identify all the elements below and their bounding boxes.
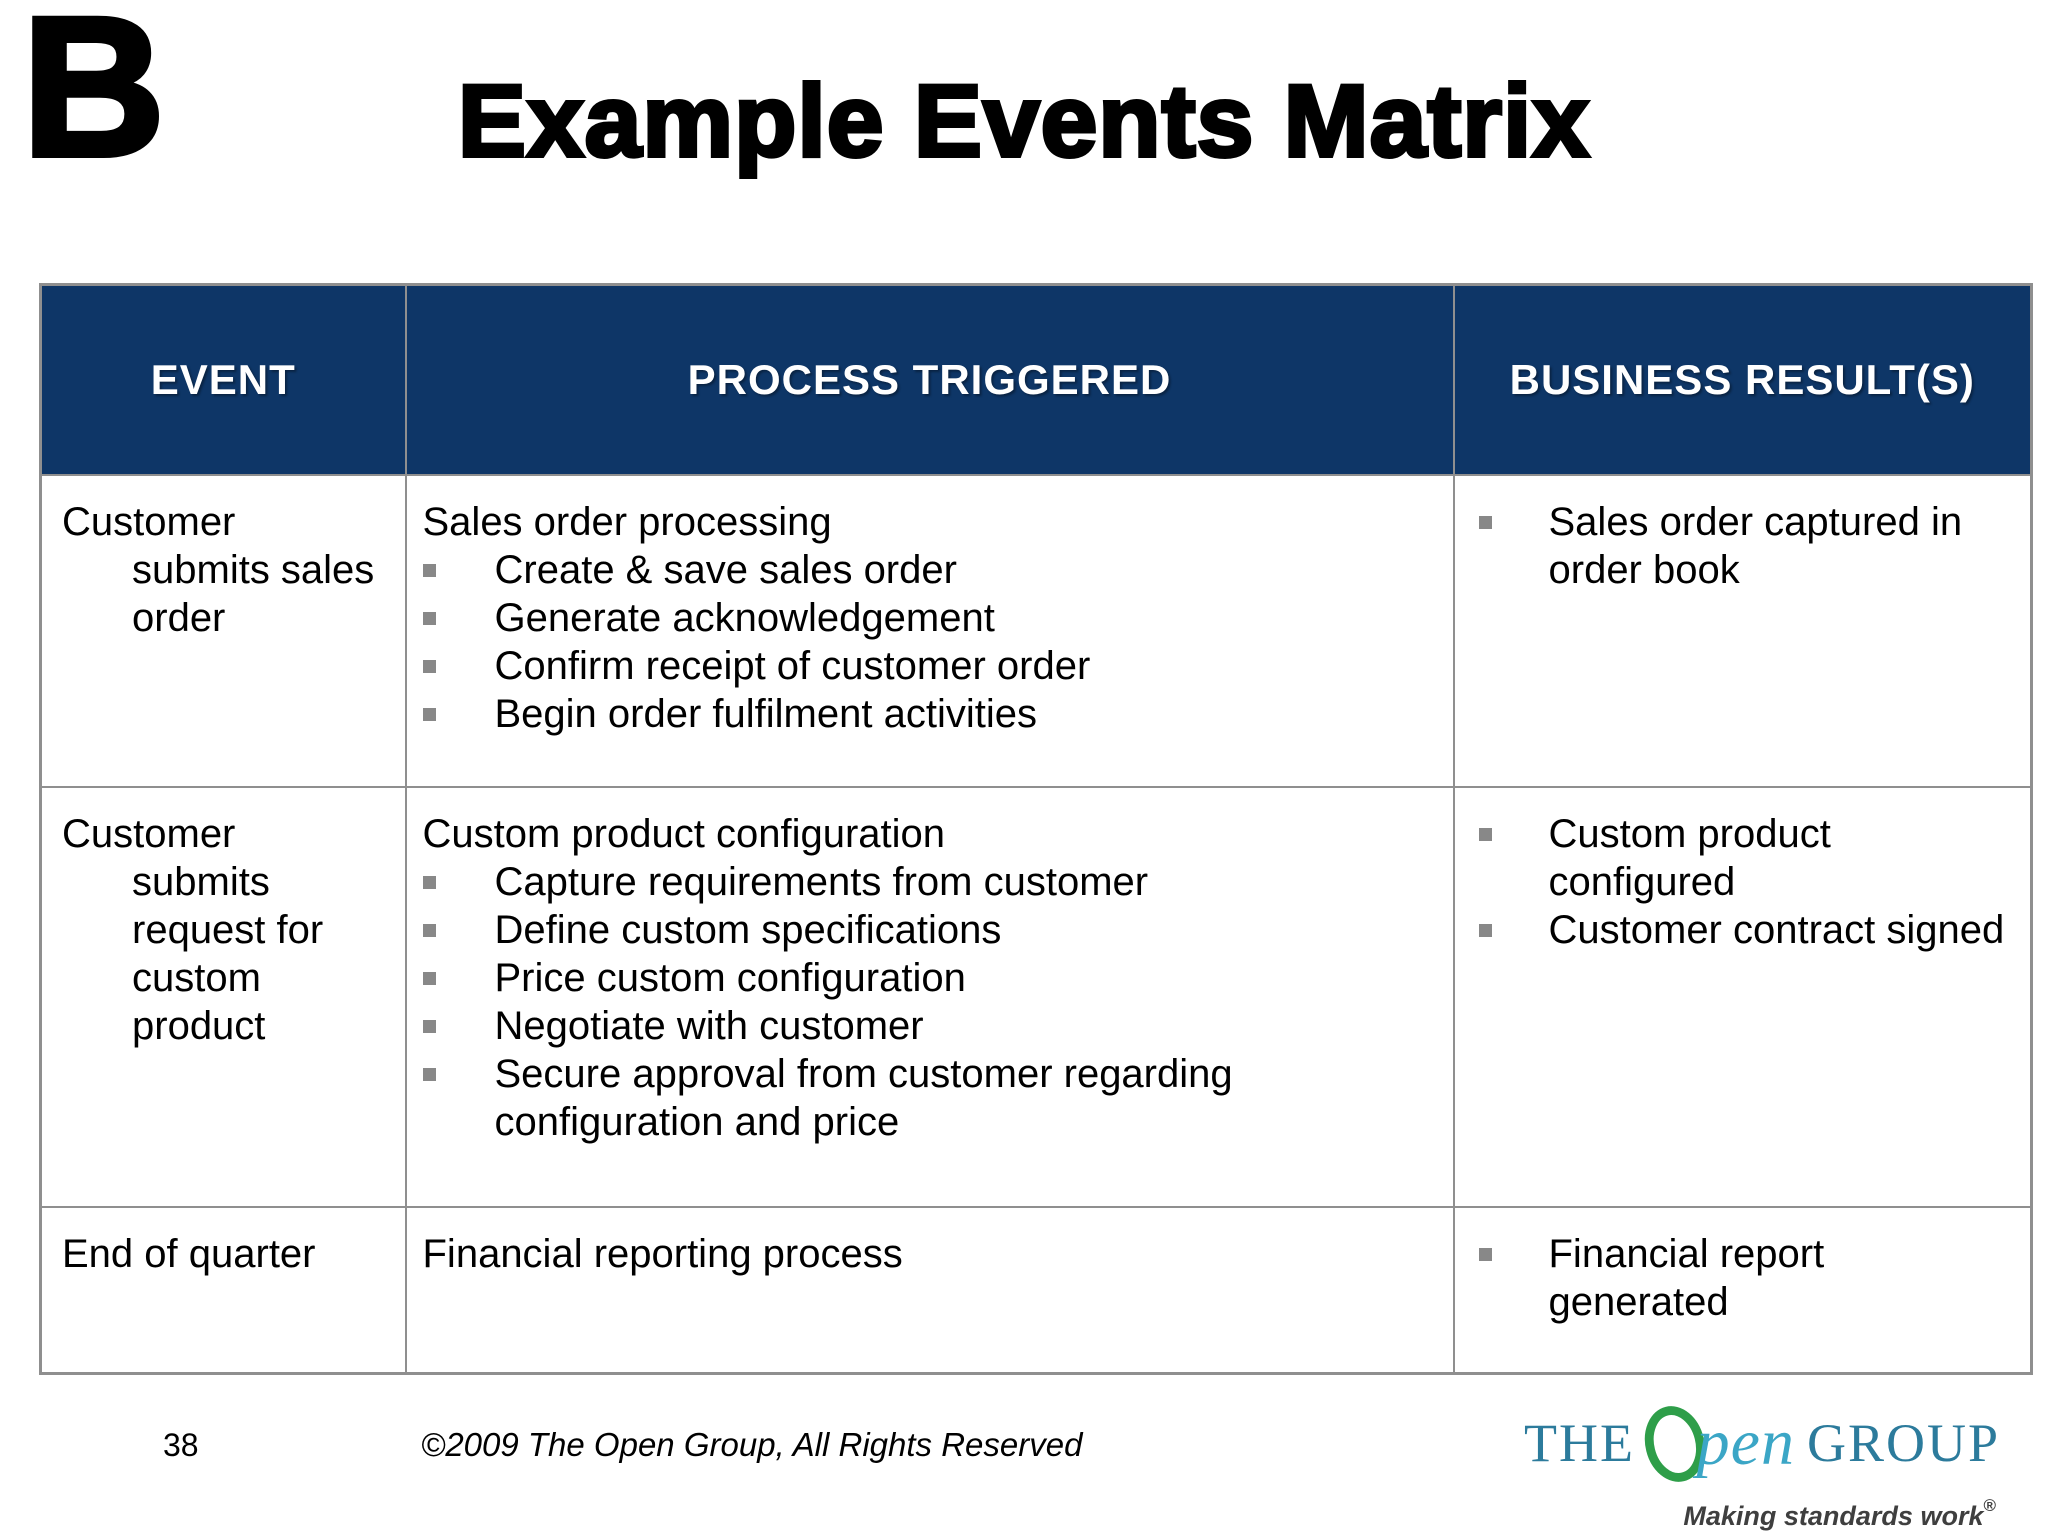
list-item: Sales order captured in order book [1478, 498, 2025, 594]
open-group-logo: THE pen GROUP Making standards work® [1524, 1396, 2000, 1532]
list-item: Financial report generated [1478, 1230, 2025, 1326]
bullet-square-icon [422, 1067, 436, 1081]
page-number: 38 [163, 1427, 199, 1463]
copyright-text: ©2009 The Open Group, All Rights Reserve… [421, 1426, 1083, 1463]
logo-tagline: Making standards work® [1524, 1496, 2000, 1532]
list-item: Generate acknowledgement [422, 594, 1437, 642]
text-line: Generate acknowledgement [494, 595, 995, 640]
bullet-square-icon [422, 1019, 436, 1033]
text-line: Custom product [1548, 811, 1831, 856]
column-header-process-triggered: PROCESS TRIGGERED [404, 283, 1455, 476]
registered-mark-icon: ® [1983, 1496, 1996, 1515]
text-line: End of quarter [62, 1231, 316, 1276]
table-row: Customer submits request for custom prod… [39, 785, 2033, 1208]
text-line: generated [1548, 1279, 1729, 1324]
logo-word-group: GROUP [1806, 1413, 2000, 1473]
text-line: configured [1548, 859, 1736, 904]
table-row: Customer submits sales order Sales order… [39, 473, 2033, 788]
bullet-square-icon [422, 563, 436, 577]
text-line: Customer [62, 499, 236, 544]
text-line: custom [132, 955, 261, 1000]
process-title: Custom product configuration [422, 811, 946, 856]
bullet-square-icon [1478, 515, 1492, 529]
text-line: submits [132, 859, 270, 904]
column-header-business-results: BUSINESS RESULT(S) [1452, 283, 2033, 476]
bullet-square-icon [1478, 923, 1492, 937]
text-line: submits sales [132, 547, 375, 592]
text-line: order book [1548, 547, 1740, 592]
text-line: Sales order captured in [1548, 499, 1963, 544]
events-matrix-table: EVENT PROCESS TRIGGERED BUSINESS RESULT(… [39, 283, 2033, 1375]
logo-o-ring-icon [1644, 1406, 1705, 1482]
text-line: Confirm receipt of customer order [494, 643, 1091, 688]
list-item: Confirm receipt of customer order [422, 642, 1437, 690]
list-item: Customer contract signed [1478, 906, 2025, 954]
logo-word-the: THE [1524, 1413, 1635, 1473]
page-title: Example Events Matrix [456, 62, 1591, 180]
text-line: Customer [62, 811, 236, 856]
bullet-square-icon [422, 659, 436, 673]
bullet-square-icon [422, 923, 436, 937]
event-cell: End of quarter [39, 1205, 407, 1375]
text-line: Capture requirements from customer [494, 859, 1149, 904]
process-title: Financial reporting process [422, 1231, 903, 1276]
text-line: Customer contract signed [1548, 907, 2005, 952]
bullet-square-icon [422, 611, 436, 625]
bullet-square-icon [1478, 827, 1492, 841]
process-cell: Custom product configuration Capture req… [404, 785, 1455, 1208]
text-line: request for [132, 907, 324, 952]
bullet-square-icon [1478, 1247, 1492, 1261]
process-cell: Financial reporting process [404, 1205, 1455, 1375]
logo-tagline-text: Making standards work [1683, 1501, 1984, 1531]
process-cell: Sales order processing Create & save sal… [404, 473, 1455, 788]
text-line: order [132, 595, 226, 640]
text-line: Secure approval from customer regarding [494, 1051, 1233, 1096]
logo-word-pen: pen [1696, 1406, 1795, 1479]
result-cell: Custom product configured Customer contr… [1452, 785, 2033, 1208]
text-line: Begin order fulfilment activities [494, 691, 1037, 736]
bullet-square-icon [422, 707, 436, 721]
column-header-event: EVENT [39, 283, 407, 476]
text-line: Create & save sales order [494, 547, 957, 592]
list-item: Custom product configured [1478, 810, 2025, 906]
bullet-square-icon [422, 971, 436, 985]
bullet-square-icon [422, 875, 436, 889]
text-line: Define custom specifications [494, 907, 1002, 952]
result-cell: Sales order captured in order book [1452, 473, 2033, 788]
text-line: Price custom configuration [494, 955, 966, 1000]
list-item: Capture requirements from customer [422, 858, 1437, 906]
text-line: Negotiate with customer [494, 1003, 924, 1048]
text-line: configuration and price [494, 1099, 900, 1144]
list-item: Create & save sales order [422, 546, 1437, 594]
text-line: Financial report [1548, 1231, 1825, 1276]
event-cell: Customer submits sales order [39, 473, 407, 788]
result-cell: Financial report generated [1452, 1205, 2033, 1375]
slide-corner-letter: B [19, 0, 168, 200]
event-cell: Customer submits request for custom prod… [39, 785, 407, 1208]
list-item: Begin order fulfilment activities [422, 690, 1437, 738]
list-item: Secure approval from customer regarding … [422, 1050, 1437, 1146]
list-item: Price custom configuration [422, 954, 1437, 1002]
list-item: Negotiate with customer [422, 1002, 1437, 1050]
list-item: Define custom specifications [422, 906, 1437, 954]
text-line: product [132, 1003, 266, 1048]
process-title: Sales order processing [422, 499, 832, 544]
table-row: End of quarter Financial reporting proce… [39, 1205, 2033, 1375]
table-header-row: EVENT PROCESS TRIGGERED BUSINESS RESULT(… [39, 283, 2033, 476]
logo-wordmark: THE pen GROUP [1524, 1396, 2000, 1492]
